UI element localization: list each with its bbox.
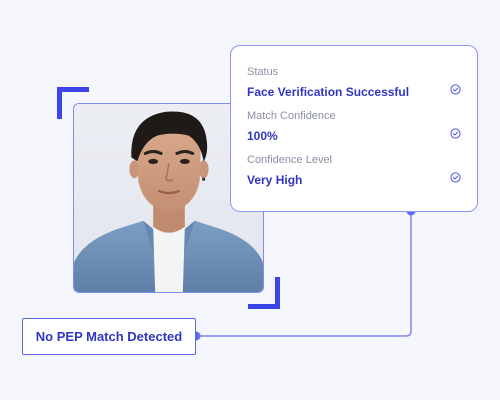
confidence-level-value: Very High (247, 173, 303, 187)
pep-status-badge: No PEP Match Detected (22, 318, 196, 355)
status-value: Face Verification Successful (247, 85, 410, 99)
check-circle-icon (450, 84, 461, 95)
verification-result-card: Status Face Verification Successful Matc… (230, 45, 478, 212)
portrait-image (74, 104, 263, 292)
status-row: Status Face Verification Successful (247, 65, 461, 109)
face-photo (73, 103, 264, 293)
confidence-level-label: Confidence Level (247, 154, 333, 166)
match-confidence-row: Match Confidence 100% (247, 109, 461, 153)
corner-bracket-bottom-right (248, 277, 280, 309)
check-circle-icon (450, 172, 461, 183)
confidence-level-row: Confidence Level Very High (247, 153, 461, 197)
check-circle-icon (450, 128, 461, 139)
match-confidence-value: 100% (247, 129, 278, 143)
corner-bracket-top-left (57, 87, 89, 119)
match-confidence-label: Match Confidence (247, 110, 336, 122)
status-label: Status (247, 66, 279, 78)
